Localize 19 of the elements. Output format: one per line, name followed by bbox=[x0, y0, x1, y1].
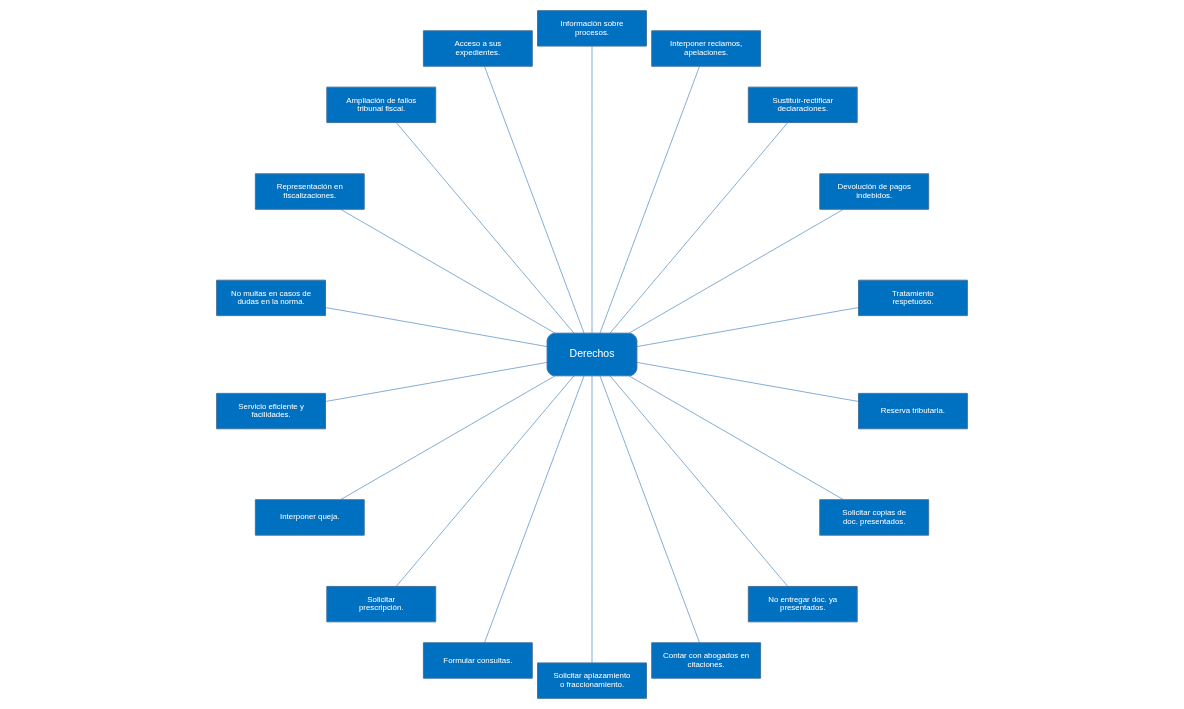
connector bbox=[395, 375, 575, 587]
connector bbox=[591, 45, 593, 334]
connector bbox=[325, 362, 548, 402]
connector bbox=[628, 209, 844, 334]
connector bbox=[484, 375, 585, 643]
connector bbox=[636, 307, 859, 347]
connector bbox=[609, 375, 789, 587]
connector bbox=[636, 362, 859, 402]
node-box: Derechos bbox=[546, 332, 638, 377]
connector bbox=[609, 122, 789, 334]
connector bbox=[599, 375, 700, 643]
connector bbox=[484, 66, 585, 334]
connector bbox=[591, 375, 593, 664]
connector bbox=[599, 66, 700, 334]
connector bbox=[628, 375, 844, 500]
connector bbox=[340, 209, 556, 334]
connector bbox=[340, 375, 556, 500]
connector bbox=[325, 307, 548, 347]
connector bbox=[395, 122, 575, 334]
